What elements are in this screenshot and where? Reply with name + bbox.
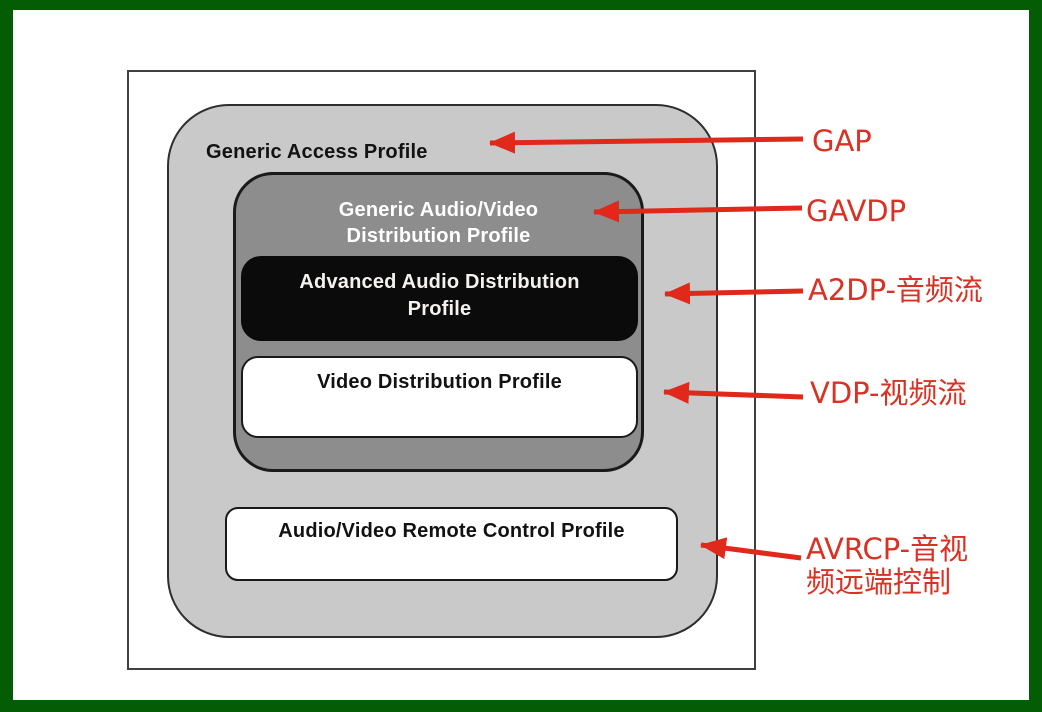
annotation-avrcp-line1: AVRCP-音视: [806, 532, 969, 566]
a2dp-box-label: Advanced Audio Distribution Profile: [241, 269, 638, 323]
a2dp-box: Advanced Audio Distribution Profile: [241, 256, 638, 341]
annotation-gap: GAP: [812, 124, 872, 158]
gavdp-label-line1: Generic Audio/Video: [338, 199, 539, 221]
gavdp-box-label: Generic Audio/Video Distribution Profile: [236, 197, 641, 249]
gavdp-label-line2: Distribution Profile: [346, 225, 531, 247]
a2dp-label-line1: Advanced Audio Distribution: [299, 271, 580, 293]
annotation-a2dp: A2DP-音频流: [808, 273, 983, 307]
annotation-avrcp: AVRCP-音视 频远端控制: [806, 533, 968, 599]
annotation-avrcp-line2: 频远端控制: [806, 565, 952, 599]
avrcp-box-label: Audio/Video Remote Control Profile: [278, 520, 625, 542]
vdp-box-label: Video Distribution Profile: [317, 371, 562, 393]
vdp-box: Video Distribution Profile: [241, 356, 638, 438]
annotation-vdp: VDP-视频流: [810, 376, 967, 410]
avrcp-box: Audio/Video Remote Control Profile: [225, 507, 678, 581]
gap-box-label: Generic Access Profile: [206, 141, 428, 163]
a2dp-label-line2: Profile: [407, 298, 472, 320]
annotation-gavdp: GAVDP: [806, 194, 907, 228]
